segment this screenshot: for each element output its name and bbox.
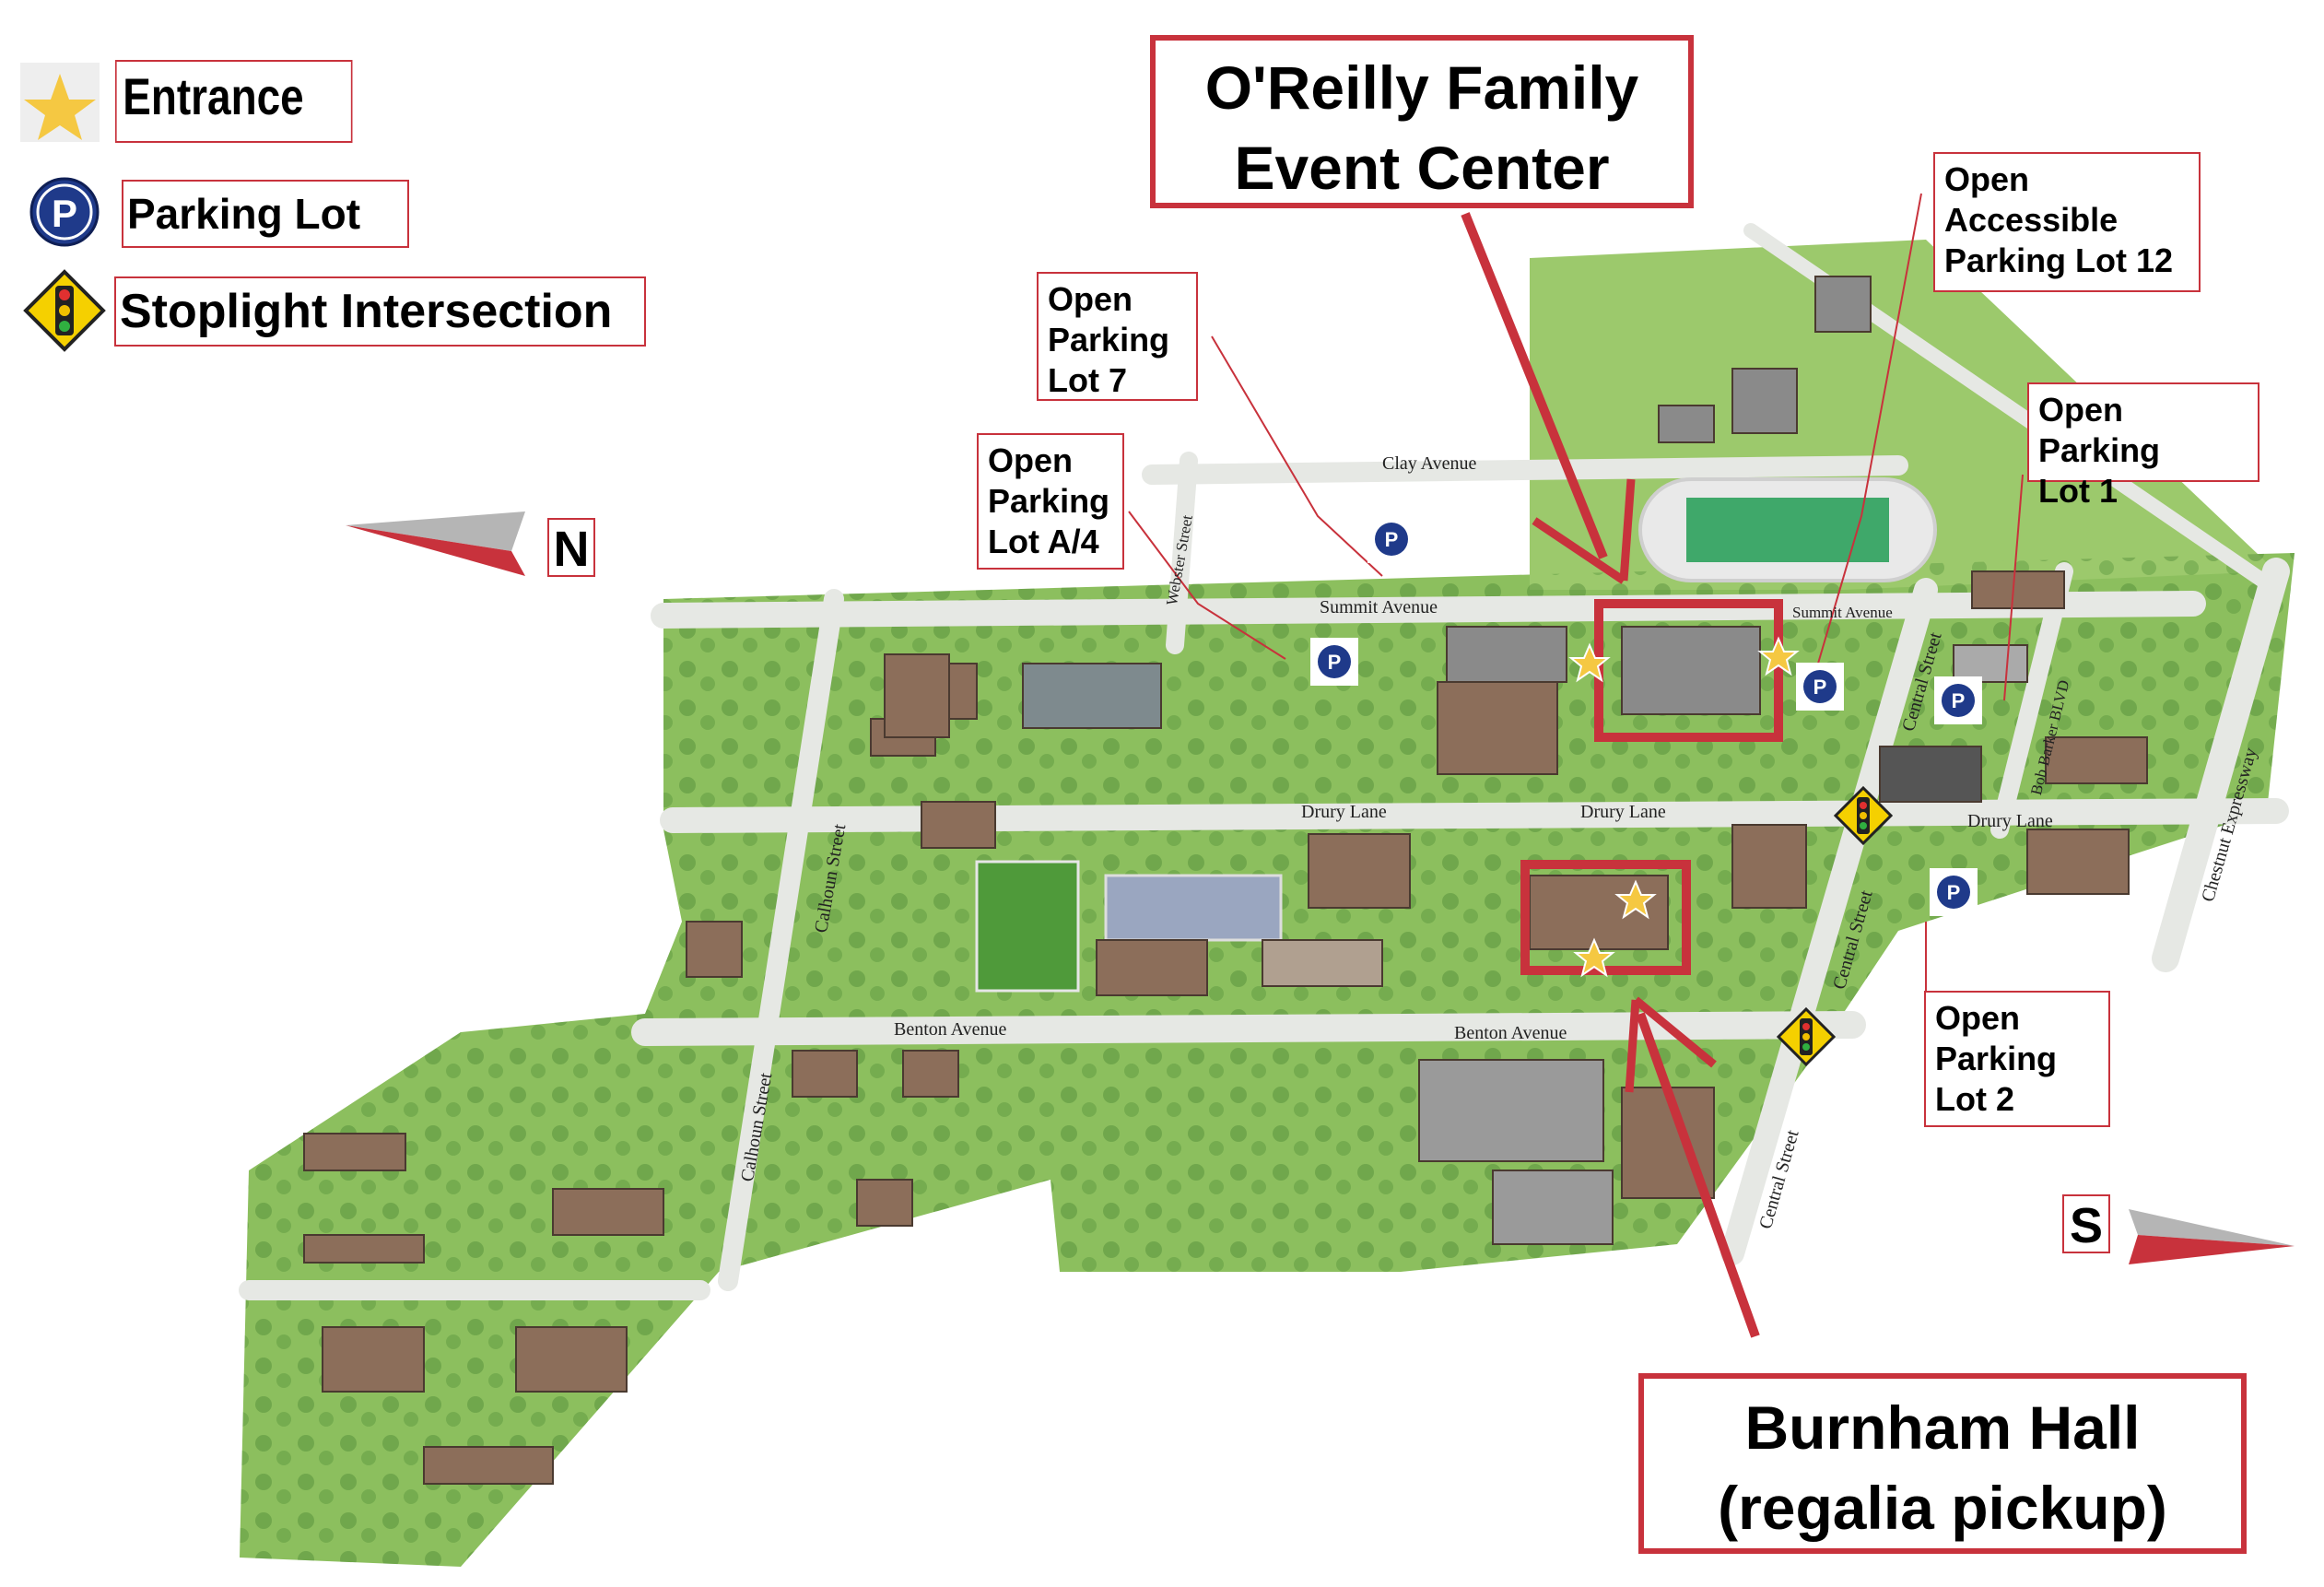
lot-1-line-2: Lot 1	[2038, 471, 2118, 510]
benton-avenue-road	[631, 1011, 1866, 1046]
lot-2-line-1: Open	[1935, 999, 2021, 1037]
lot-12-line-1: Open	[1944, 160, 2030, 198]
legend-entrance-icon	[20, 63, 100, 142]
stoplight-marker	[1833, 785, 1894, 846]
parking-marker-text: P	[1385, 528, 1399, 551]
lot-a4-callout: Open Parking Lot A/4	[977, 433, 1124, 570]
entrance-star	[1573, 937, 1615, 978]
practice-field	[975, 860, 1080, 993]
event-center-line-2: Event Center	[1234, 134, 1610, 203]
street-drury-lane-2: Drury Lane	[1580, 802, 1666, 822]
parking-marker-text: P	[1813, 676, 1827, 699]
lot-1-callout: Open Parking Lot 1	[2027, 382, 2259, 510]
lot-2-callout: Open Parking Lot 2	[1924, 991, 2110, 1127]
burnham-hall-line-1: Burnham Hall	[1744, 1393, 2141, 1462]
parking-marker-text: P	[1947, 881, 1961, 904]
lot-12-callout: Open Accessible Parking Lot 12	[1933, 152, 2201, 292]
street-clay-avenue: Clay Avenue	[1382, 453, 1477, 474]
entrance-star	[1614, 879, 1657, 920]
athletic-fields	[975, 477, 1937, 993]
street-summit-avenue: Summit Avenue	[1320, 597, 1438, 617]
event-center-building	[1621, 626, 1761, 715]
street-benton-avenue-1: Benton Avenue	[894, 1019, 1007, 1040]
lot-12-line-3: Parking Lot 12	[1944, 241, 2174, 279]
pointer-arrows	[1461, 212, 1760, 1338]
legend-stoplight-label: Stoplight Intersection	[114, 276, 646, 347]
north-label: N	[547, 518, 595, 577]
lot-12-line-2: Accessible	[1944, 200, 2119, 239]
lot-1-line-1: Open Parking	[2038, 391, 2161, 469]
parking-marker-lot-12: P	[1796, 663, 1844, 711]
lot-a4-line-2: Parking	[988, 481, 1110, 520]
south-label: S	[2062, 1194, 2110, 1253]
parking-marker-lot-2: P	[1930, 868, 1978, 916]
entrance-star	[1757, 636, 1800, 676]
lot-2-line-2: Parking	[1935, 1039, 2058, 1077]
parking-marker-lot-7: P	[1310, 638, 1358, 686]
legend-parking-icon: P	[29, 177, 100, 247]
clay-avenue-road	[1142, 455, 1908, 485]
street-drury-lane-3: Drury Lane	[1967, 811, 2053, 831]
webster-street-road	[1166, 452, 1198, 654]
street-summit-avenue-east: Summit Avenue	[1792, 604, 1893, 621]
parking-marker-lot-a4: P	[1367, 515, 1415, 563]
burnham-hall-callout: Burnham Hall (regalia pickup)	[1638, 1373, 2247, 1554]
stoplight-marker	[1776, 1006, 1837, 1067]
parking-symbol-text: P	[52, 192, 77, 235]
lot-7-line-3: Lot 7	[1048, 360, 1127, 399]
parking-marker-text: P	[1328, 651, 1342, 674]
buildings	[303, 276, 2148, 1485]
lot-7-line-2: Parking	[1048, 320, 1170, 359]
street-benton-avenue-2: Benton Avenue	[1454, 1023, 1567, 1043]
lot-2-line-3: Lot 2	[1935, 1079, 2014, 1118]
legend-entrance-label: Entrance	[115, 60, 353, 143]
burnham-hall-line-2: (regalia pickup)	[1718, 1474, 2167, 1543]
event-center-callout: O'Reilly Family Event Center	[1150, 35, 1694, 208]
parking-marker-lot-1: P	[1934, 676, 1982, 724]
lot-7-line-1: Open	[1048, 280, 1133, 318]
tennis-courts	[1104, 874, 1283, 942]
central-street-road	[1720, 578, 1938, 1265]
summit-avenue-road	[651, 591, 2206, 629]
parking-markers: P P P P P	[1310, 515, 1982, 916]
legend-parking-label: Parking Lot	[122, 180, 409, 248]
event-center-line-1: O'Reilly Family	[1204, 53, 1639, 122]
lot-a4-line-1: Open	[988, 441, 1074, 479]
south-arrow	[2129, 1209, 2295, 1264]
north-arrow	[346, 511, 525, 576]
lot-7-callout: Open Parking Lot 7	[1037, 272, 1198, 401]
leader-lines	[1128, 193, 2024, 1023]
calhoun-street-road	[718, 589, 844, 1291]
lot-a4-line-3: Lot A/4	[988, 522, 1099, 560]
bob-barker-road	[1990, 562, 2073, 839]
legend-stoplight-icon	[23, 269, 106, 352]
parking-marker-text: P	[1952, 689, 1966, 712]
entrance-star	[1568, 642, 1611, 683]
street-drury-lane-1: Drury Lane	[1301, 802, 1387, 822]
entrance-markers	[1568, 636, 1800, 978]
stoplight-markers	[1776, 785, 1894, 1067]
chestnut-expressway-road	[2152, 558, 2290, 972]
